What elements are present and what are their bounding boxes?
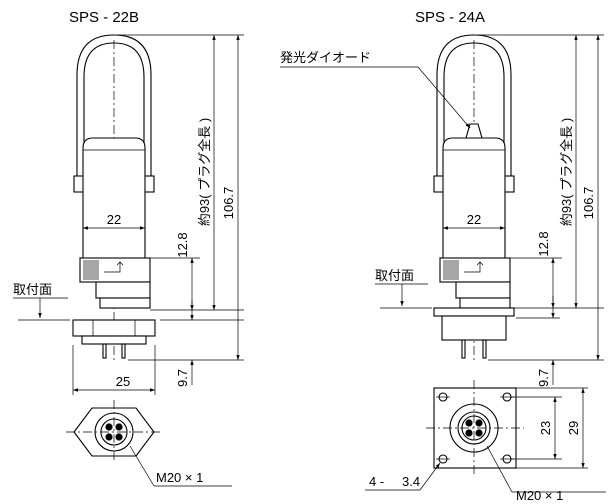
- led-label: 発光ダイオード: [280, 50, 371, 65]
- right-dim-total-plug: 約93( プラグ全長 ): [559, 118, 574, 226]
- left-dim-plug: 12.8: [175, 232, 190, 257]
- right-bottom-view: [426, 380, 524, 476]
- left-dim-pin: 9.7: [175, 369, 190, 387]
- right-dim-plug: 12.8: [536, 231, 551, 256]
- right-title: SPS - 24A: [415, 9, 485, 26]
- right-knurl-ring: [439, 257, 511, 283]
- left-thread: M20 × 1: [156, 470, 203, 485]
- right-dim-flange: 29: [566, 421, 581, 435]
- right-holes-count: 4 -: [369, 474, 384, 489]
- left-nut: [72, 319, 156, 337]
- right-flange: [433, 307, 515, 317]
- left-title: SPS - 22B: [69, 9, 139, 26]
- left-body: [82, 137, 146, 261]
- right-body: [442, 137, 506, 261]
- left-bottom-view: [66, 400, 232, 487]
- left-dim-total: 106.7: [221, 187, 236, 220]
- right-dim-body: 22: [467, 212, 481, 227]
- right-mount-face: 取付面: [375, 268, 414, 283]
- left-dim-body: 22: [107, 212, 121, 227]
- left-view: SPS - 22B 22: [13, 9, 244, 487]
- left-dim-nut: 25: [116, 374, 130, 389]
- right-dim-total: 106.7: [581, 187, 596, 220]
- right-hole-dia: 3.4: [402, 474, 420, 489]
- right-dim-hole-pitch: 23: [538, 421, 553, 435]
- left-knurl-ring: [79, 257, 151, 283]
- left-dim-total-plug: 約93( プラグ全長 ): [197, 118, 212, 226]
- right-thread: M20 × 1: [516, 488, 563, 503]
- right-view: SPS - 24A 発光ダイオード: [280, 9, 606, 503]
- left-mount-face: 取付面: [13, 282, 52, 297]
- right-dim-pin: 9.7: [536, 369, 551, 387]
